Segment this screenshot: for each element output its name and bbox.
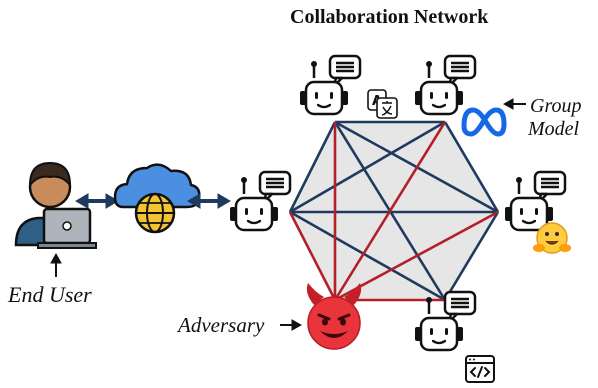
cloud-globe-icon <box>113 163 201 234</box>
edge <box>443 211 500 301</box>
diagram-title: Collaboration Network <box>290 6 489 28</box>
end-user-label: End User <box>8 282 92 307</box>
bidirectional-arrow <box>75 193 119 209</box>
pointer-arrow <box>50 252 62 277</box>
translate-icon: A <box>367 89 398 119</box>
robot-agent-icon <box>413 54 477 116</box>
pointer-arrow <box>280 319 303 331</box>
edge <box>288 211 337 301</box>
meta-logo-icon <box>461 107 507 137</box>
edge <box>333 121 447 301</box>
edge <box>334 210 499 302</box>
group-model-label-line2: Model <box>528 118 580 140</box>
pointer-arrow <box>502 98 526 110</box>
robot-agent-icon <box>503 170 567 232</box>
adversary-label: Adversary <box>178 313 265 337</box>
hugging-face-emoji-icon <box>533 222 571 254</box>
edge <box>289 120 446 214</box>
robot-agent-icon <box>228 170 292 232</box>
edge <box>443 121 500 213</box>
person-at-laptop-icon <box>14 161 97 249</box>
group-model-label-line1: Group <box>530 95 582 117</box>
robot-agent-icon <box>298 54 362 116</box>
bidirectional-arrow <box>187 193 231 209</box>
code-icon <box>465 355 495 383</box>
edge <box>288 121 337 213</box>
edge <box>289 210 446 302</box>
smiling-devil-icon <box>306 283 362 350</box>
